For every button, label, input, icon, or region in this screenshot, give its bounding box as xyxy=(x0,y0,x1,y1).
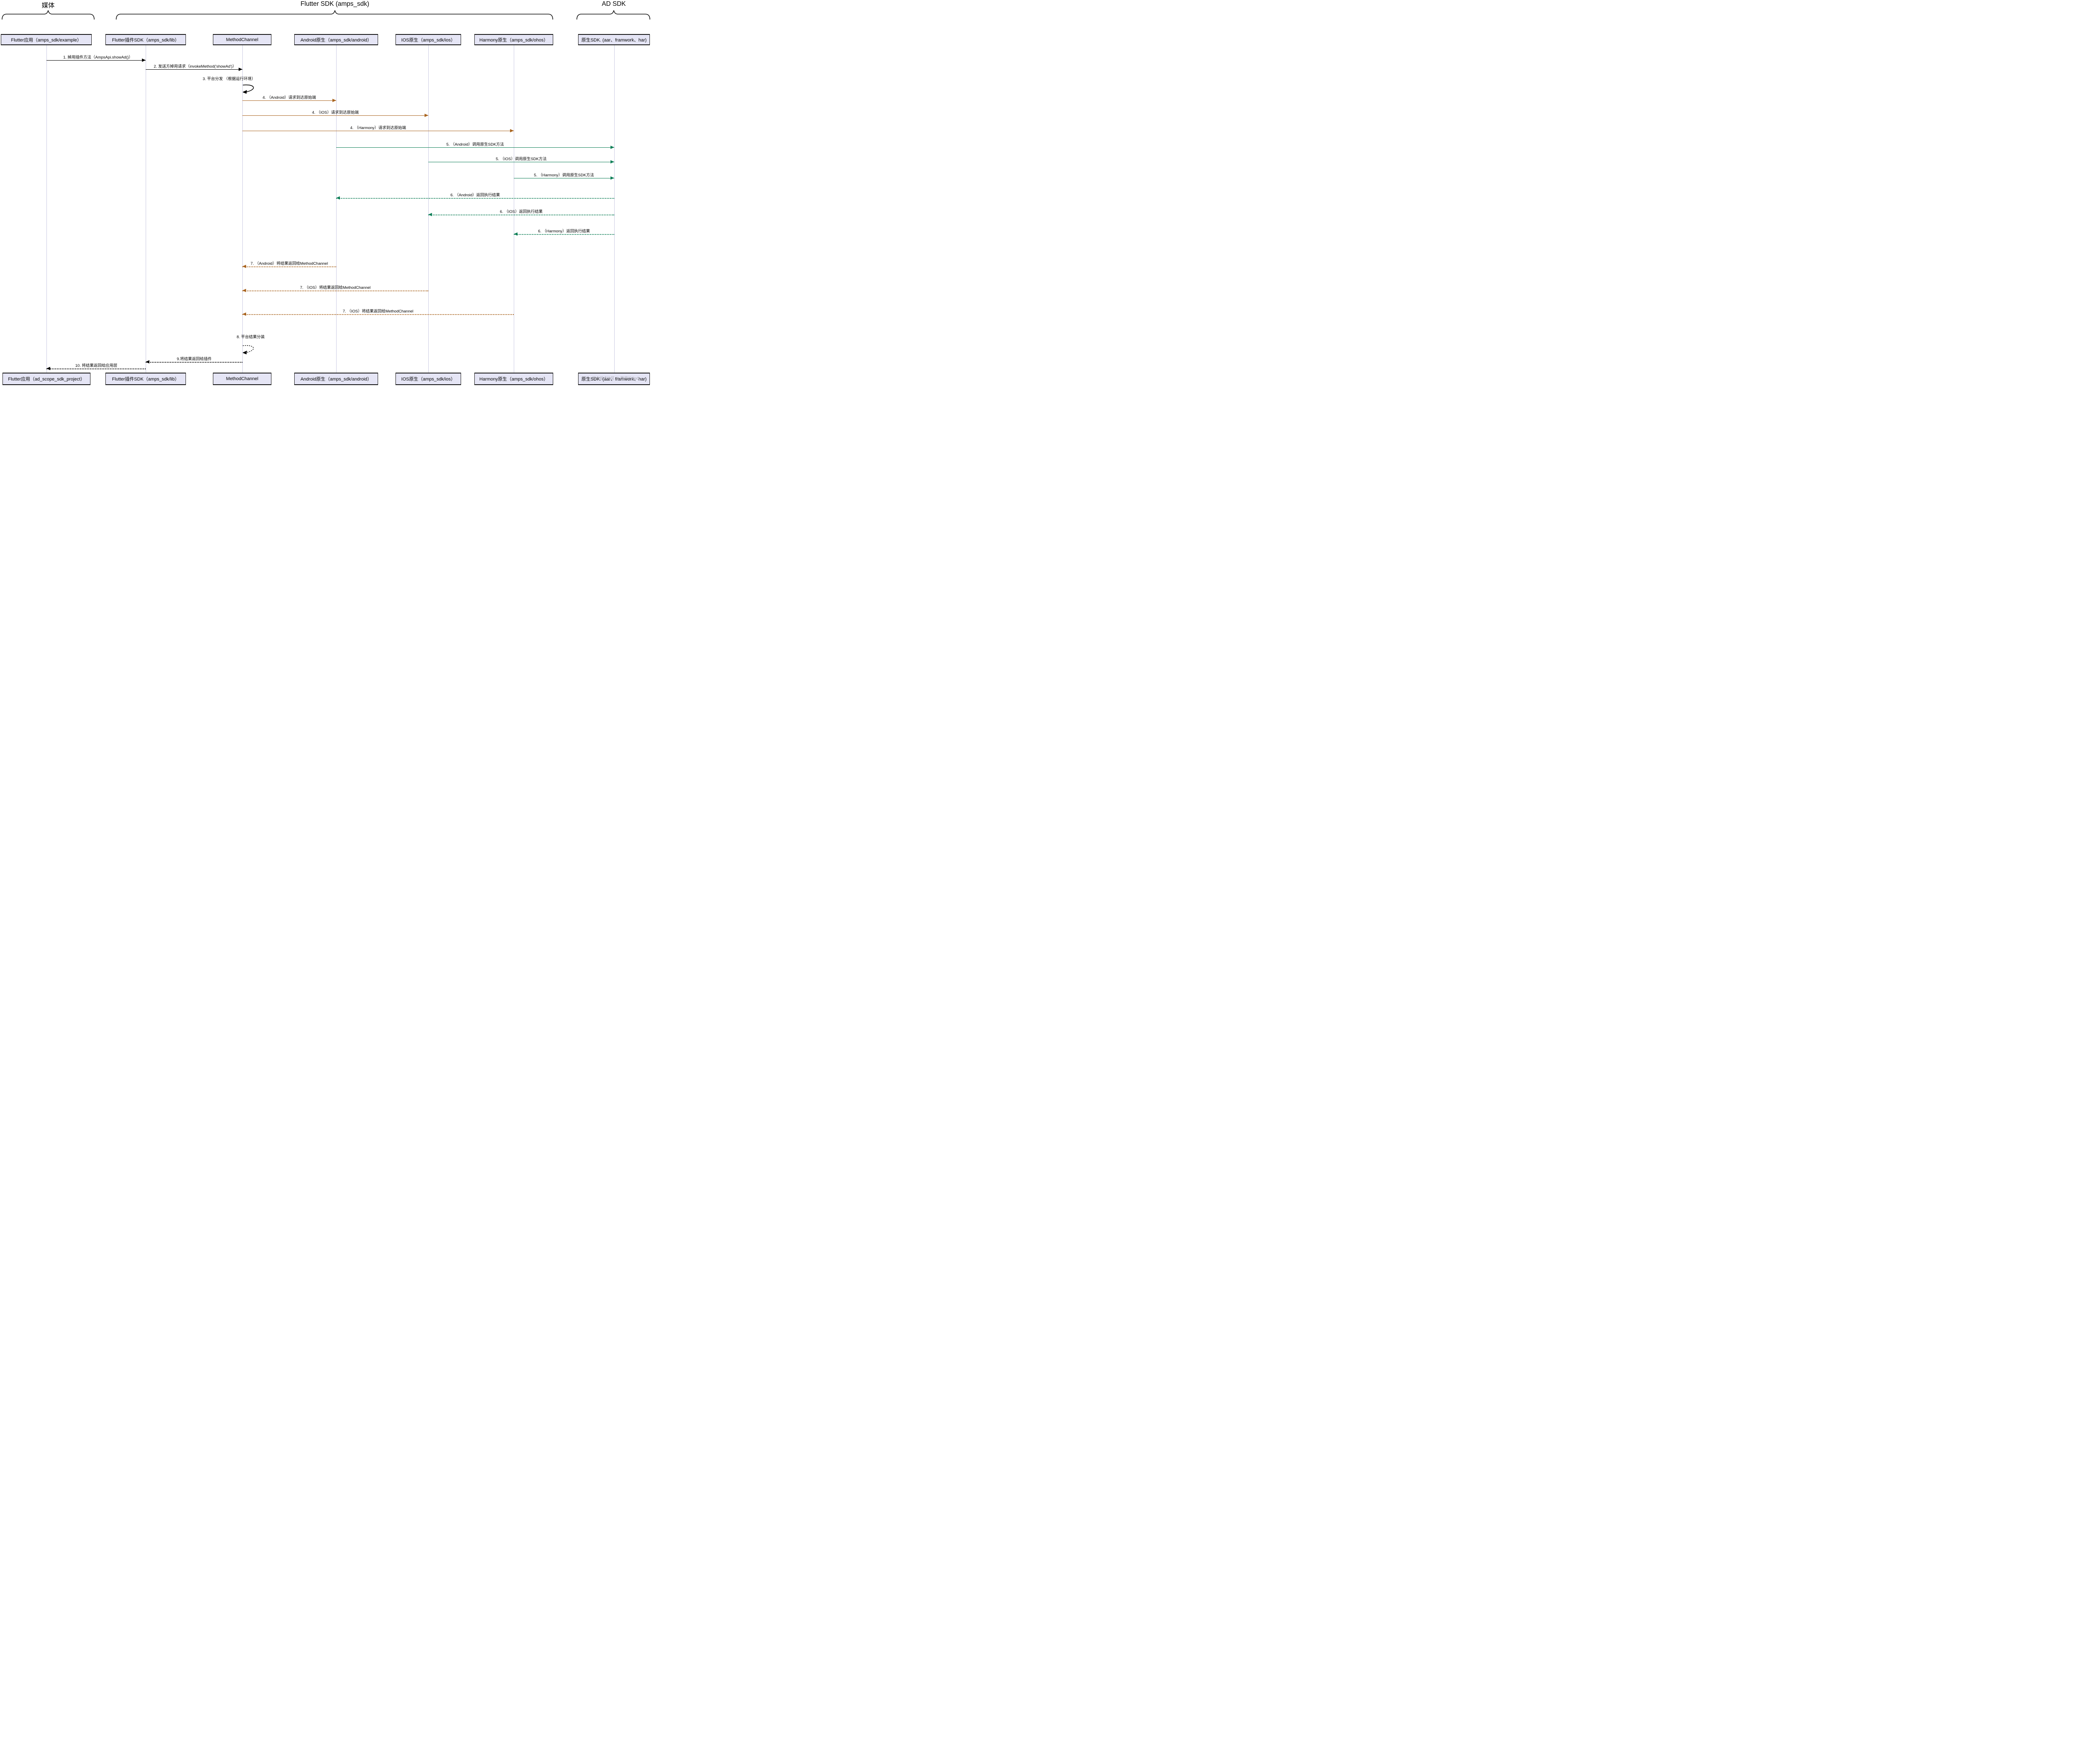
message-4-harmony-arrowhead xyxy=(510,129,514,132)
participant-top-ios-native: IOS原生（amps_sdk/ios） xyxy=(395,34,461,45)
message-5-ios-label: 5. （IOS）调用原生SDK方法 xyxy=(496,157,547,161)
message-6-ios-arrowhead xyxy=(428,213,432,216)
message-1-label: 1. 掉用插件方法（AmpsApi.showAd()） xyxy=(63,55,133,60)
message-4-android-arrowhead xyxy=(332,99,336,102)
message-1-arrowhead xyxy=(142,59,146,62)
message-4-android-arrow xyxy=(242,100,336,101)
group-title-media: 媒体 xyxy=(42,2,55,9)
self-loop-dispatch xyxy=(242,84,254,93)
message-9-arrow xyxy=(146,362,242,363)
self-loop-package xyxy=(242,345,254,353)
message-7-ios-arrowhead xyxy=(242,289,246,292)
message-5-harmony-arrowhead xyxy=(610,176,614,180)
participant-top-methodchannel: MethodChannel xyxy=(213,34,271,45)
participant-bottom-flutter-app: Flutter应用（ad_scope_sdk_project） xyxy=(2,373,90,385)
message-7-android-arrowhead xyxy=(242,265,246,268)
group-title-flutter-sdk: Flutter SDK (amps_sdk) xyxy=(300,0,369,7)
participant-bottom-ios-native: IOS原生（amps_sdk/ios） xyxy=(395,373,461,385)
message-7-ios-arrow xyxy=(242,290,428,291)
message-4-android-label: 4. （Android）请求到达原始端 xyxy=(262,95,316,100)
message-1-arrow xyxy=(46,60,146,61)
participant-bottom-native-sdk: 原生SDK. (aar、framwork、har) xyxy=(578,373,650,385)
lifeline-native-sdk xyxy=(614,45,615,373)
message-2-arrow xyxy=(146,69,242,70)
message-6-harmony-arrow xyxy=(514,234,614,235)
watermark: 掘金技术社区 @ 路很长OoO xyxy=(592,376,640,381)
message-2-label: 2. 发送方掉用请求（invokeMethod('showAd')） xyxy=(154,64,237,69)
message-9-label: 9.将结果返回给插件 xyxy=(177,357,212,361)
participant-top-flutter-app: Flutter应用（amps_sdk/example） xyxy=(1,34,92,45)
message-2-arrowhead xyxy=(239,68,242,71)
lifeline-android-native xyxy=(336,45,337,373)
message-4-ios-arrow xyxy=(242,115,428,116)
participant-bottom-methodchannel: MethodChannel xyxy=(213,373,271,385)
message-10-arrow xyxy=(46,368,146,369)
participant-bottom-harmony-native: Harmony原生（amps_sdk/ohos） xyxy=(474,373,553,385)
lifeline-flutter-app xyxy=(46,45,47,373)
message-6-android-label: 6. （Android）返回执行结果 xyxy=(450,193,500,198)
message-5-harmony-label: 5. （Harmony）调用原生SDK方法 xyxy=(534,173,594,178)
message-7-harmony-label: 7. （IOS）将结果返回给MethodChannel xyxy=(342,309,414,314)
message-10-label: 10. 将结果返回给应用层 xyxy=(75,364,117,368)
brace-flutter-sdk xyxy=(116,10,553,20)
message-6-harmony-label: 6. （Harmony）返回执行结果 xyxy=(538,229,590,234)
lifeline-ios-native xyxy=(428,45,429,373)
self-loop-package-arrowhead xyxy=(242,351,247,354)
message-6-android-arrow xyxy=(336,198,614,199)
message-5-android-arrow xyxy=(336,147,614,148)
message-7-android-arrow xyxy=(242,266,336,267)
message-4-ios-arrowhead xyxy=(425,114,428,117)
brace-ad-sdk xyxy=(576,10,650,20)
participant-top-android-native: Android原生（amps_sdk/android） xyxy=(294,34,378,45)
participant-top-flutter-plugin-sdk: Flutter插件SDK（amps_sdk/lib） xyxy=(105,34,186,45)
message-7-harmony-arrowhead xyxy=(242,312,246,316)
lifeline-methodchannel xyxy=(242,45,243,373)
group-title-ad-sdk: AD SDK xyxy=(602,0,626,7)
participant-bottom-android-native: Android原生（amps_sdk/android） xyxy=(294,373,378,385)
participant-top-native-sdk: 原生SDK. (aar、framwork、har) xyxy=(578,34,650,45)
message-7-ios-label: 7. （IOS）将结果返回给MethodChannel xyxy=(300,285,371,290)
message-8-label: 8. 平台结果分装 xyxy=(237,335,265,339)
message-3-label: 3. 平台分发 （根据运行环境） xyxy=(203,77,256,81)
participant-top-harmony-native: Harmony原生（amps_sdk/ohos） xyxy=(474,34,553,45)
message-5-android-arrowhead xyxy=(610,146,614,149)
message-6-android-arrowhead xyxy=(336,196,340,200)
message-9-arrowhead xyxy=(146,360,149,364)
message-7-android-label: 7. （Android）将结果返回给MethodChannel xyxy=(250,261,328,266)
message-6-ios-label: 6. （IOS）返回执行结果 xyxy=(500,210,543,214)
participant-bottom-flutter-plugin-sdk: Flutter插件SDK（amps_sdk/lib） xyxy=(105,373,186,385)
brace-media xyxy=(2,10,95,20)
message-5-ios-arrowhead xyxy=(610,160,614,163)
message-10-arrowhead xyxy=(46,367,50,370)
message-4-ios-label: 4. （IOS）请求到达原始端 xyxy=(312,110,359,115)
message-7-harmony-arrow xyxy=(242,314,514,315)
message-6-harmony-arrowhead xyxy=(514,232,518,236)
self-loop-dispatch-arrowhead xyxy=(242,90,247,94)
message-5-android-label: 5. （Android）调用原生SDK方法 xyxy=(446,142,504,147)
sequence-diagram: 媒体 Flutter SDK (amps_sdk) AD SDK Flutter… xyxy=(0,0,651,387)
message-4-harmony-label: 4. （Harmony）请求到达原始端 xyxy=(350,126,406,130)
